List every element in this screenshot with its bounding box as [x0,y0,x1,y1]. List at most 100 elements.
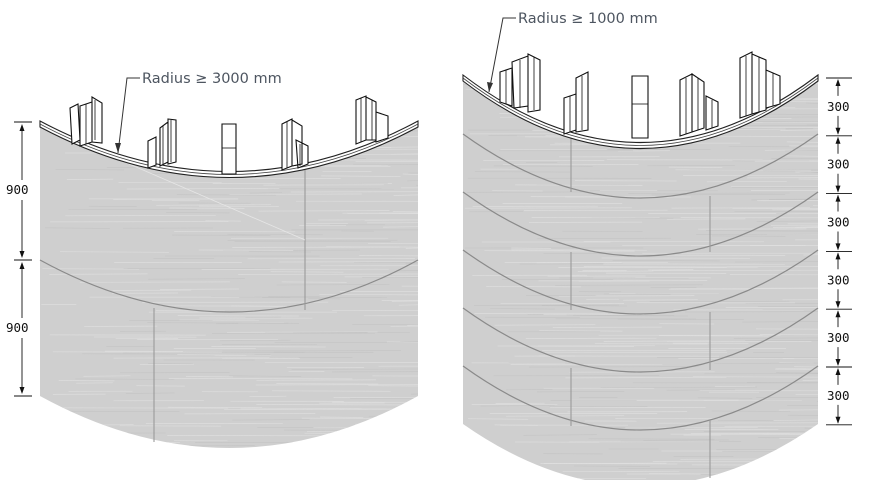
wood-grain-line [319,416,364,418]
wood-grain-line [622,299,698,301]
left-profile-4 [281,118,309,171]
right-top-rail [462,73,819,149]
wood-grain-line [612,259,720,262]
right-radius-leader-arrow [487,82,493,92]
left-profile-3 [221,123,237,175]
wood-grain-line [782,155,818,157]
wood-grain-line [505,415,625,417]
wood-grain-line [802,379,818,381]
right-dim-label: 300 [827,330,850,345]
right-vertical-joints [570,138,711,478]
wood-grain-line [490,308,555,310]
wood-grain-line [764,149,818,151]
right-seam-4 [462,307,819,373]
wood-grain-line [393,194,418,196]
wood-grain-line [806,102,818,104]
wood-grain-line [750,465,818,467]
wood-grain-line [113,198,239,200]
left-profiles [69,95,389,175]
wood-grain-line [658,335,769,337]
left-panel-body [40,122,418,448]
wood-grain-line [319,293,418,296]
wood-grain-line [122,352,305,354]
right-profile-3 [631,75,649,139]
left-diagonal-grain [119,159,306,241]
wood-grain-line [82,353,271,355]
left-radius-leader [117,77,140,154]
wood-grain-line [761,113,818,115]
wood-grain-line [600,386,758,388]
left-assembly: Radius ≥ 3000 mm 900 900 [6,71,419,453]
wood-grain-line [270,271,344,273]
right-radius-leader [488,17,516,93]
wood-grain-line [281,281,347,283]
wood-grain-line [745,476,818,479]
wood-grain-line [480,405,555,407]
wood-grain-line [494,424,538,426]
wood-grain-line [536,390,625,393]
right-profile-5 [739,51,781,119]
wood-grain-line [211,346,326,348]
wood-grain-line [467,418,529,420]
wood-grain-line [292,331,368,334]
wood-grain-line [756,220,818,222]
wood-grain-line [486,286,582,288]
wood-grain-line [159,288,239,290]
wood-grain-line [167,406,263,409]
wood-grain-line [88,205,137,207]
wood-grain-line [229,375,302,377]
wood-grain-line [148,278,245,280]
wood-grain-line [515,184,643,186]
right-profile-1-detail [505,57,535,110]
wood-grain-line [238,273,418,275]
wood-grain-line [258,210,390,212]
wood-grain-line [775,367,818,370]
wood-grain-line [59,251,169,253]
wood-grain-line [402,173,418,175]
wood-grain-line [321,175,401,177]
right-seam-2 [462,191,819,257]
wood-grain-line [506,389,553,391]
wood-grain-line [549,405,648,408]
right-dim-label: 300 [827,388,850,403]
wood-grain-line [536,237,671,240]
wood-grain-line [784,150,818,152]
wood-grain-line [75,378,175,380]
wood-grain-line [275,182,388,184]
wood-grain-line [473,304,619,306]
wood-grain-line [271,390,391,392]
right-profile-4-detail [685,78,713,134]
wood-grain-line [65,214,216,217]
right-profile-2-detail [569,76,583,132]
wood-grain-line [717,420,818,422]
wood-grain-line [543,462,667,465]
wood-grain-line [536,261,668,264]
wood-grain-line [785,457,818,459]
wood-grain-line [74,452,259,453]
wood-grain-line [156,204,272,206]
right-dim-label: 300 [827,215,850,230]
left-profile-5-detail [360,98,373,142]
right-profile-2 [563,71,589,135]
right-seam-3 [462,249,819,315]
wood-grain-line [697,397,753,399]
right-top-rail-inner [462,77,819,146]
wood-grain-line [55,169,125,171]
right-profile-5-detail [745,56,774,116]
wood-grain-line [232,419,310,421]
wood-grain-line [130,442,181,444]
wood-grain-line [726,266,818,268]
wood-grain-line [166,212,230,214]
wood-grain-line [52,351,222,353]
wood-grain-line [773,419,818,421]
wood-grain-line [220,339,291,342]
wood-grain-line [227,233,323,236]
wood-grain-line [565,376,727,379]
right-seams [462,133,819,431]
left-dim-900-upper: 900 [6,182,29,197]
left-profile-2 [147,118,177,169]
wood-grain-line [125,392,175,394]
wood-grain-line [227,239,398,241]
wood-grain-line [176,194,277,196]
